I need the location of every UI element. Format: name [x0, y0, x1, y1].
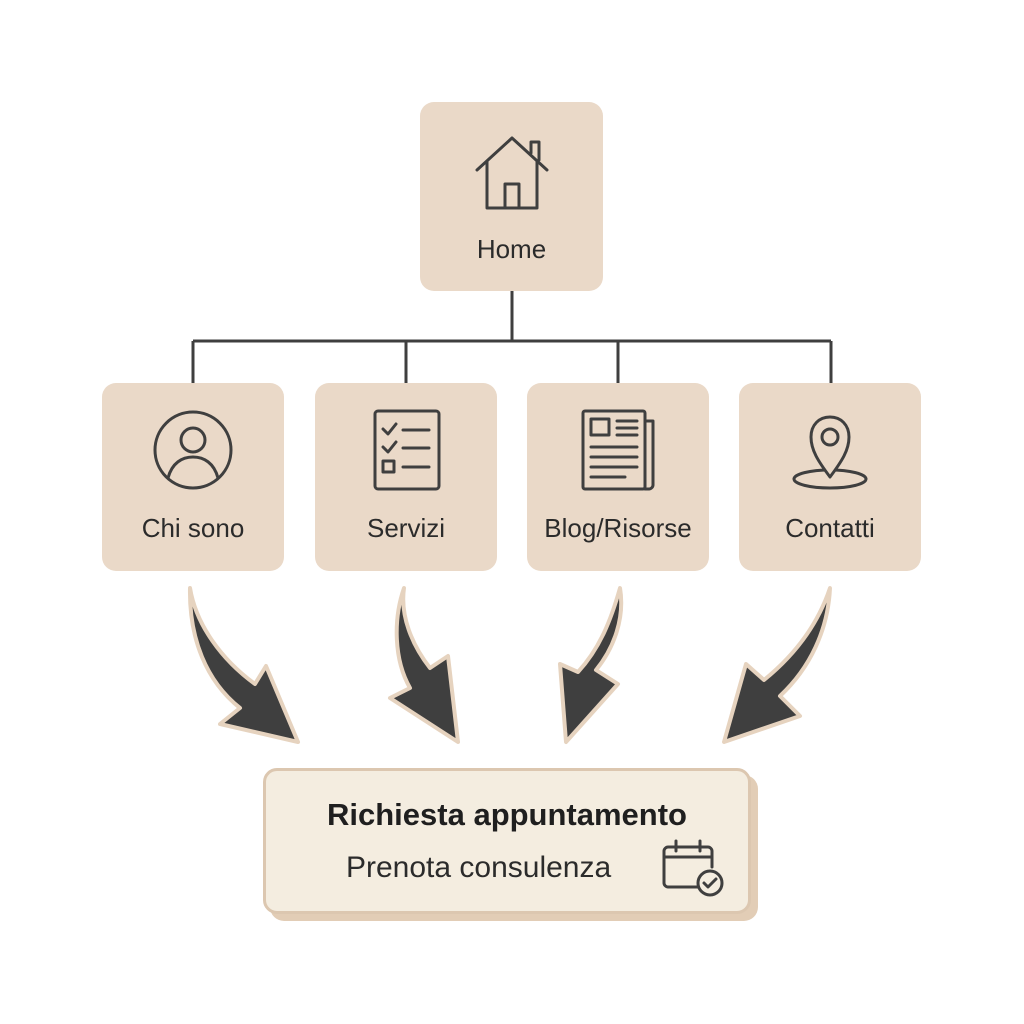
- appointment-request-box[interactable]: Richiesta appuntamento Prenota consulenz…: [263, 768, 751, 914]
- node-contatti-label: Contatti: [785, 513, 875, 543]
- calendar-check-icon: [662, 839, 724, 897]
- newspaper-icon: [581, 409, 655, 491]
- flow-arrow-blog: [558, 586, 624, 744]
- book-consultation-text: Prenota consulenza: [346, 851, 612, 884]
- appointment-request-title: Richiesta appuntamento: [327, 797, 687, 832]
- node-contatti[interactable]: Contatti: [739, 383, 921, 571]
- node-chi-sono-label: Chi sono: [141, 513, 245, 543]
- checklist-icon: [373, 409, 441, 491]
- node-servizi-label: Servizi: [366, 513, 445, 543]
- node-servizi[interactable]: Servizi: [315, 383, 497, 571]
- flow-arrows: [187, 586, 832, 744]
- tree-lines: [191, 291, 833, 383]
- node-home-label: Home: [476, 234, 547, 264]
- location-pin-icon: [792, 415, 868, 490]
- node-home[interactable]: Home: [420, 102, 603, 291]
- node-blog-risorse[interactable]: Blog/Risorse: [527, 383, 709, 571]
- node-chi-sono[interactable]: Chi sono: [102, 383, 284, 571]
- flow-arrow-contatti: [722, 586, 832, 744]
- user-profile-icon: [153, 410, 233, 490]
- home-icon: [475, 136, 548, 210]
- node-blog-risorse-label: Blog/Risorse: [544, 513, 692, 543]
- flow-arrow-servizi: [388, 586, 460, 744]
- flow-arrow-chi-sono: [187, 586, 300, 744]
